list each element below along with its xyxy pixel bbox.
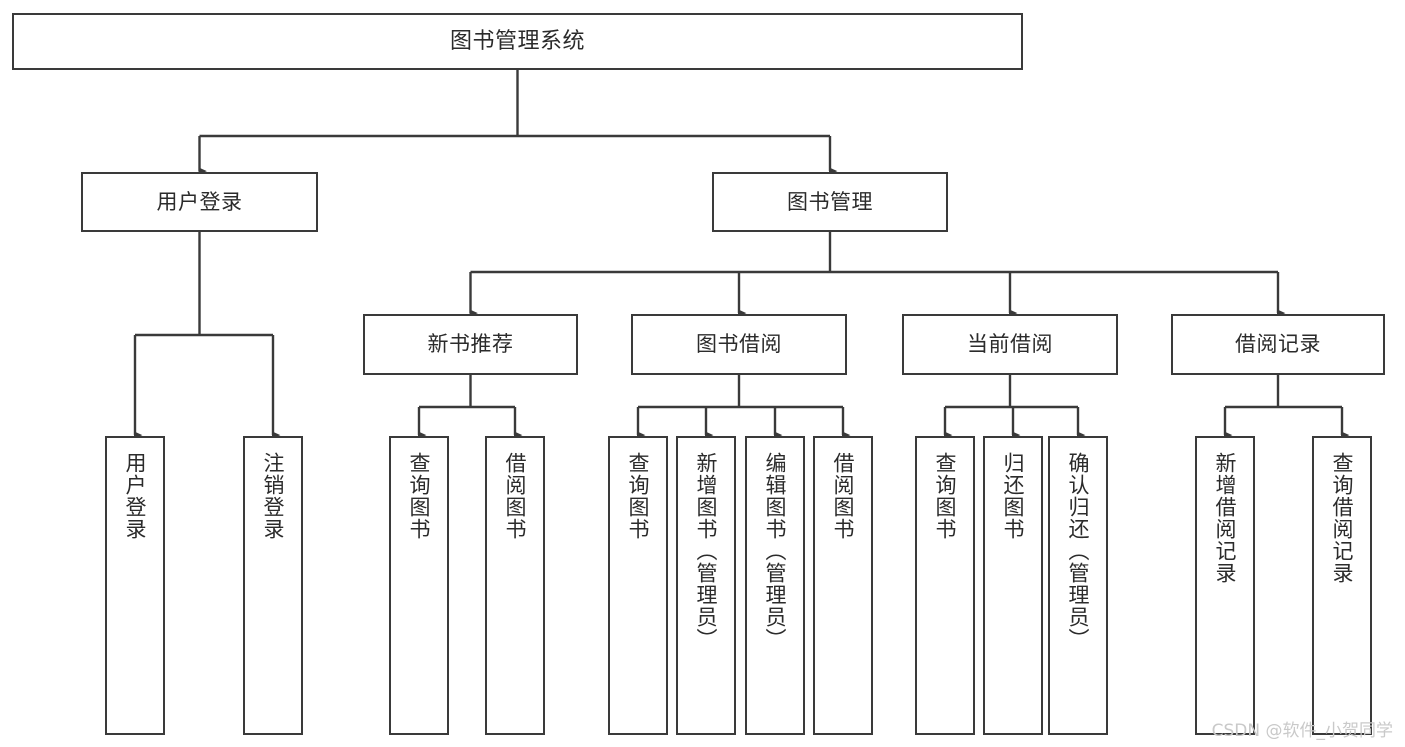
node-leaf-lf-8[interactable]: 查询图书 xyxy=(915,436,975,735)
node-leaf-lf-1[interactable]: 注销登录 xyxy=(243,436,303,735)
node-label: 编辑图书（管理员） xyxy=(763,452,788,650)
edges xyxy=(133,70,1350,439)
node-leaf-lf-10[interactable]: 确认归还（管理员） xyxy=(1048,436,1108,735)
node-label: 新增图书（管理员） xyxy=(694,452,719,650)
node-label: 新增借阅记录 xyxy=(1213,452,1238,584)
node-level1-l1-1[interactable]: 图书管理 xyxy=(712,172,948,232)
watermark: CSDN @软件_小贺同学 xyxy=(1211,721,1393,741)
node-label: 查询借阅记录 xyxy=(1330,452,1355,584)
node-label: 查询图书 xyxy=(626,452,651,540)
node-label: 图书管理系统 xyxy=(449,28,585,54)
node-label: 查询图书 xyxy=(407,452,432,540)
node-label: 注销登录 xyxy=(261,452,286,540)
node-level2-l2-0[interactable]: 新书推荐 xyxy=(363,314,578,375)
node-label: 用户登录 xyxy=(123,452,148,540)
node-label: 图书借阅 xyxy=(696,332,782,357)
node-level1-l1-0[interactable]: 用户登录 xyxy=(81,172,318,232)
node-leaf-lf-5[interactable]: 新增图书（管理员） xyxy=(676,436,736,735)
node-leaf-lf-9[interactable]: 归还图书 xyxy=(983,436,1043,735)
node-label: 确认归还（管理员） xyxy=(1066,452,1091,650)
node-label: 当前借阅 xyxy=(967,332,1053,357)
node-leaf-lf-0[interactable]: 用户登录 xyxy=(105,436,165,735)
node-label: 新书推荐 xyxy=(427,332,514,357)
node-level2-l2-1[interactable]: 图书借阅 xyxy=(631,314,847,375)
node-label: 查询图书 xyxy=(933,452,958,540)
node-label: 借阅图书 xyxy=(503,452,528,540)
node-level2-l2-3[interactable]: 借阅记录 xyxy=(1171,314,1385,375)
node-label: 归还图书 xyxy=(1001,452,1026,540)
node-label: 借阅图书 xyxy=(831,452,856,540)
node-leaf-lf-11[interactable]: 新增借阅记录 xyxy=(1195,436,1255,735)
node-leaf-lf-7[interactable]: 借阅图书 xyxy=(813,436,873,735)
node-label: 借阅记录 xyxy=(1235,332,1321,357)
node-leaf-lf-2[interactable]: 查询图书 xyxy=(389,436,449,735)
node-root-root[interactable]: 图书管理系统 xyxy=(12,13,1023,70)
node-leaf-lf-3[interactable]: 借阅图书 xyxy=(485,436,545,735)
node-label: 用户登录 xyxy=(156,189,243,214)
node-label: 图书管理 xyxy=(787,189,873,214)
node-leaf-lf-4[interactable]: 查询图书 xyxy=(608,436,668,735)
node-level2-l2-2[interactable]: 当前借阅 xyxy=(902,314,1118,375)
node-leaf-lf-6[interactable]: 编辑图书（管理员） xyxy=(745,436,805,735)
node-leaf-lf-12[interactable]: 查询借阅记录 xyxy=(1312,436,1372,735)
